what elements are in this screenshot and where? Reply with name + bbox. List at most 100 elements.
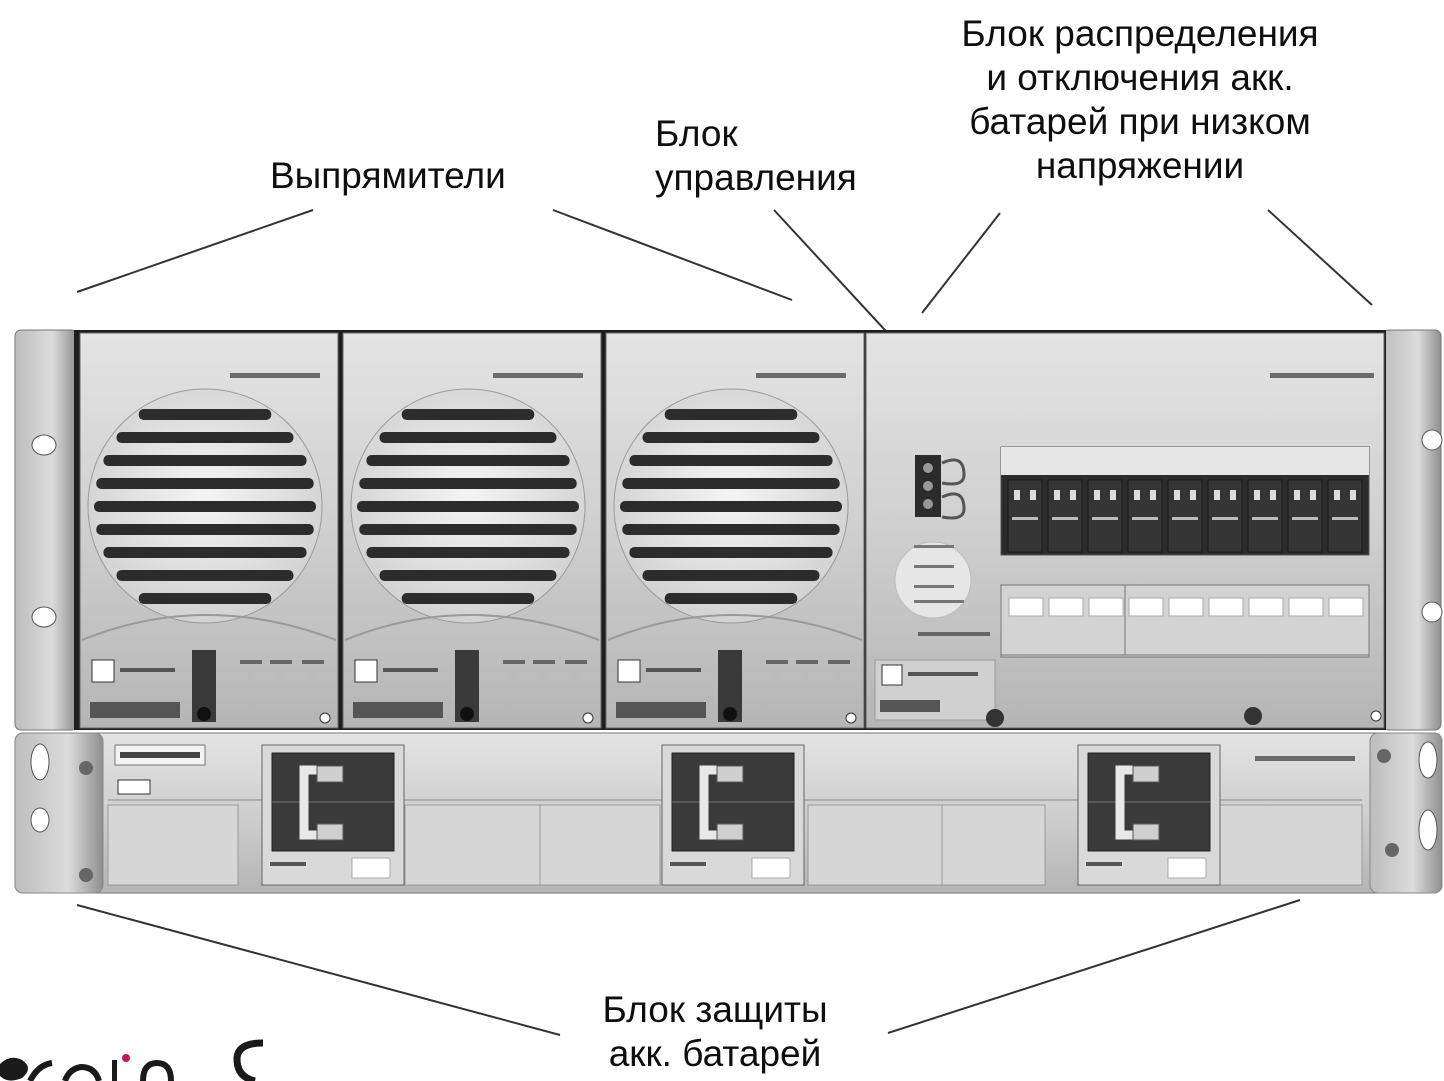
left-ear-hole-top — [31, 434, 57, 456]
rectifier-status-led — [571, 672, 579, 680]
rectifier-status-led — [246, 672, 254, 680]
rectifier-corner-screw — [845, 712, 857, 724]
breaker-contact — [1110, 490, 1116, 500]
breaker-marking — [1132, 517, 1158, 520]
fuse-clip-bottom — [716, 823, 744, 841]
rectifier-grill-slat — [103, 547, 307, 558]
lower-right-screw-top — [1377, 749, 1391, 763]
leader-rectifiers-left — [76, 209, 314, 293]
breaker-contact — [1030, 490, 1036, 500]
rectifier-handle-screw — [460, 707, 474, 721]
rectifier-grill-slat — [664, 409, 798, 420]
breaker-label-cell — [1248, 597, 1284, 617]
rectifier-grill-slat — [138, 593, 272, 604]
breaker-contact — [1310, 490, 1316, 500]
watermark-fragment — [0, 1039, 264, 1081]
rectifier-corner-screw — [582, 712, 594, 724]
lower-left-screw-top — [79, 761, 93, 775]
fuse-clip-top — [716, 765, 744, 783]
breaker-switch — [1047, 479, 1083, 553]
rectifier-label-text — [383, 668, 438, 672]
right-ear-hole-top — [1421, 429, 1443, 451]
rectifier-status-label — [828, 660, 850, 664]
lower-panel-cell — [404, 804, 541, 886]
lower-panel-cell — [539, 804, 661, 886]
leader-battery-left — [76, 904, 561, 1036]
controller-status-panel — [894, 541, 972, 619]
fuse-label-text — [270, 862, 306, 866]
breaker-label-cell — [1128, 597, 1164, 617]
breaker-marking — [1292, 517, 1318, 520]
rectifier-status-label — [270, 660, 292, 664]
leader-battery-right — [887, 899, 1301, 1034]
label-control-unit: Блок управления — [655, 113, 857, 198]
breaker-contact — [1214, 490, 1220, 500]
breaker-contact — [1334, 490, 1340, 500]
fuse-label-plate — [351, 857, 391, 879]
breaker-switch — [1207, 479, 1243, 553]
breaker-contact — [1150, 490, 1156, 500]
breaker-label-cell — [1288, 597, 1324, 617]
rectifier-grill-slat — [366, 547, 570, 558]
breaker-contact — [1270, 490, 1276, 500]
rectifier-handle-screw — [723, 707, 737, 721]
rectifier-grill-slat — [401, 409, 535, 420]
breaker-marking — [1212, 517, 1238, 520]
breaker-marking — [1052, 517, 1078, 520]
breaker-marking — [1332, 517, 1358, 520]
rectifier-grill-slat — [96, 524, 314, 535]
leader-rectifiers-right — [552, 209, 793, 301]
fuse-handle — [1115, 765, 1133, 840]
rectifier-handle-screw — [197, 707, 211, 721]
breaker-label-cell — [1328, 597, 1364, 617]
breaker-label-cell — [1168, 597, 1204, 617]
rectifier-module-2 — [342, 332, 602, 729]
rectifier-logo — [353, 702, 443, 718]
breaker-contact — [1294, 490, 1300, 500]
lower-panel-cell — [807, 804, 943, 886]
rectifier-label-icon — [91, 659, 115, 683]
rectifier-grill-slat — [359, 478, 577, 489]
breaker-label-cell — [1088, 597, 1124, 617]
fuse-label-plate — [751, 857, 791, 879]
rectifier-status-led — [539, 672, 547, 680]
breaker-switch — [1327, 479, 1363, 553]
breaker-switch — [1087, 479, 1123, 553]
rectifier-grill-slat — [642, 432, 820, 443]
rectifier-logo — [616, 702, 706, 718]
breaker-marking — [1092, 517, 1118, 520]
rectifier-grill-slat — [379, 570, 557, 581]
rectifier-grill-slat — [401, 593, 535, 604]
breaker-label-cell — [1208, 597, 1244, 617]
fuse-clip-bottom — [1132, 823, 1160, 841]
rectifier-grill-slat — [642, 570, 820, 581]
rectifier-label-text — [120, 668, 175, 672]
rectifier-label-icon — [354, 659, 378, 683]
rectifier-brand-mark — [493, 373, 583, 378]
rectifier-label-text — [646, 668, 701, 672]
rectifier-status-led — [834, 672, 842, 680]
rectifier-grill-slat — [620, 501, 842, 512]
distribution-brand-mark — [1270, 373, 1374, 378]
lower-shelf-brand-mark — [1255, 756, 1355, 761]
breaker-contact — [1174, 490, 1180, 500]
upper-shelf — [14, 329, 1443, 731]
breaker-label-cell — [1048, 597, 1084, 617]
rectifier-grill-slat — [116, 570, 294, 581]
rectifier-status-label — [766, 660, 788, 664]
breaker-labels — [1000, 584, 1370, 658]
distribution-terminal-right — [1244, 707, 1262, 725]
breaker-bank-top — [1001, 447, 1369, 475]
fuse-clip-top — [1132, 765, 1160, 783]
lower-panel-cell — [107, 804, 239, 886]
breaker-switch — [1167, 479, 1203, 553]
breaker-switch — [1287, 479, 1323, 553]
rectifier-status-label — [302, 660, 324, 664]
left-mounting-ear — [14, 329, 78, 731]
breaker-switch — [1007, 479, 1043, 553]
fuse-clip-bottom — [316, 823, 344, 841]
breaker-marking — [1012, 517, 1038, 520]
rectifier-logo — [90, 702, 180, 718]
